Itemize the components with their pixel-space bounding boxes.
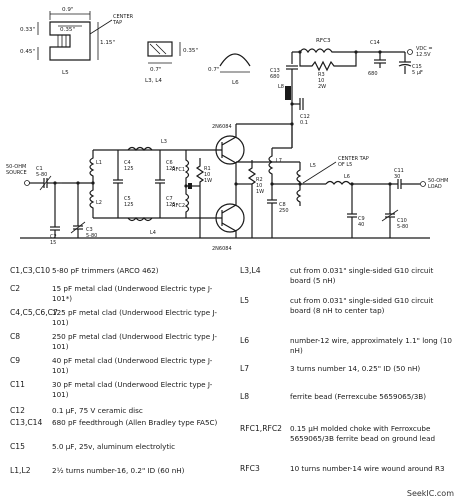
l34-width-dim: 0.7" xyxy=(150,67,162,73)
l34-caption: L3, L4 xyxy=(145,78,162,84)
rfc1-label: RFC1 xyxy=(172,167,185,173)
c14-label: C14 xyxy=(370,40,380,46)
part-ref: C4,C5,C6,C7 xyxy=(10,308,58,317)
part-desc: ferrite bead (Ferrexcube 5659065/3B) xyxy=(290,392,427,401)
part-ref: L7 xyxy=(240,364,250,373)
l6-label: L6 xyxy=(344,174,350,180)
part-desc: 5-80 pF trimmers (ARCO 462) xyxy=(52,266,159,275)
watermark: SeekIC.com xyxy=(406,489,454,498)
parts-list: C1,C3,C10 5-80 pF trimmers (ARCO 462) C2… xyxy=(0,266,460,490)
part-desc: 30 pF metal clad (Underwood Electric typ… xyxy=(52,380,213,399)
part-desc: 125 pF metal clad (Underwood Electric ty… xyxy=(52,308,217,327)
l5-label: L5 xyxy=(310,163,316,169)
l7-label: L7 xyxy=(276,158,282,164)
l8-label: L8 xyxy=(278,84,284,90)
part-desc: number-12 wire, approximately 1.1" long … xyxy=(290,336,452,355)
part-ref: C15 xyxy=(10,442,25,451)
q2-transistor: 2N6084 xyxy=(186,192,245,252)
l5-slot-dim: 0.35" xyxy=(60,27,75,33)
part-ref: C8 xyxy=(10,332,21,341)
rfc3-label: RFC3 xyxy=(316,38,331,44)
l2-label: L2 xyxy=(96,200,102,206)
q1-label: 2N6084 xyxy=(212,124,232,130)
part-ref: RFC1,RFC2 xyxy=(240,424,282,433)
part-desc: 2½ turns number-16, 0.2" ID (60 nH) xyxy=(52,466,185,475)
part-desc: 40 pF metal clad (Underwood Electric typ… xyxy=(52,356,213,375)
l6-dimension-drawing: 0.7" L6 xyxy=(208,53,251,86)
l5-width-dim: 0.9" xyxy=(62,7,74,13)
part-ref: RFC3 xyxy=(240,464,260,473)
part-ref: C1,C3,C10 xyxy=(10,266,51,275)
part-ref: C13,C14 xyxy=(10,418,43,427)
part-desc: 250 pF metal clad (Underwood Electric ty… xyxy=(52,332,217,351)
l1-label: L1 xyxy=(96,160,102,166)
part-desc: 680 pF feedthrough (Allen Bradley type F… xyxy=(52,418,218,427)
l5-top-dim: 0.33" xyxy=(20,27,35,33)
l6-width-dim: 0.7" xyxy=(208,67,220,73)
l4-label: L4 xyxy=(150,230,156,236)
vdc-label: VDC =12.5V xyxy=(416,46,433,58)
l34-height-dim: 0.35" xyxy=(183,48,198,54)
l3-l4-dimension-drawing: 0.35" 0.7" L3, L4 xyxy=(145,41,198,84)
l5-caption: L5 xyxy=(62,70,69,76)
part-ref: L5 xyxy=(240,296,250,305)
part-ref: C9 xyxy=(10,356,21,365)
part-desc: 0.15 μH molded choke with Ferroxcube 565… xyxy=(290,424,436,443)
part-desc: 0.1 μF, 75 V ceramic disc xyxy=(52,406,143,415)
part-ref: L1,L2 xyxy=(10,466,31,475)
part-desc: 3 turns number 14, 0.25" ID (50 nH) xyxy=(290,364,421,373)
part-desc: cut from 0.031" single-sided G10 circuit… xyxy=(290,296,434,315)
part-ref: L6 xyxy=(240,336,250,345)
c14-value: 680 xyxy=(368,71,378,77)
part-ref: L3,L4 xyxy=(240,266,261,275)
part-ref: C2 xyxy=(10,284,21,293)
q1-transistor: 2N6084 xyxy=(186,124,245,176)
part-desc: cut from 0.031" single-sided G10 circuit… xyxy=(290,266,434,285)
part-ref: C12 xyxy=(10,406,25,415)
l6-caption: L6 xyxy=(232,80,239,86)
part-desc: 15 pF metal clad (Underwood Electric typ… xyxy=(52,284,213,303)
junction-dots xyxy=(53,50,392,188)
l5-height-dim: 1.15" xyxy=(100,40,115,46)
part-desc: 10 turns number-14 wire wound around R3 xyxy=(290,464,445,473)
part-ref: L8 xyxy=(240,392,250,401)
part-desc: 5.0 μF, 25v, aluminum electrolytic xyxy=(52,442,176,451)
l5-bottom-dim: 0.45" xyxy=(20,49,35,55)
q2-label: 2N6084 xyxy=(212,246,232,252)
rfc2-label: RFC2 xyxy=(172,203,185,209)
part-ref: C11 xyxy=(10,380,25,389)
l3-label: L3 xyxy=(161,139,167,145)
